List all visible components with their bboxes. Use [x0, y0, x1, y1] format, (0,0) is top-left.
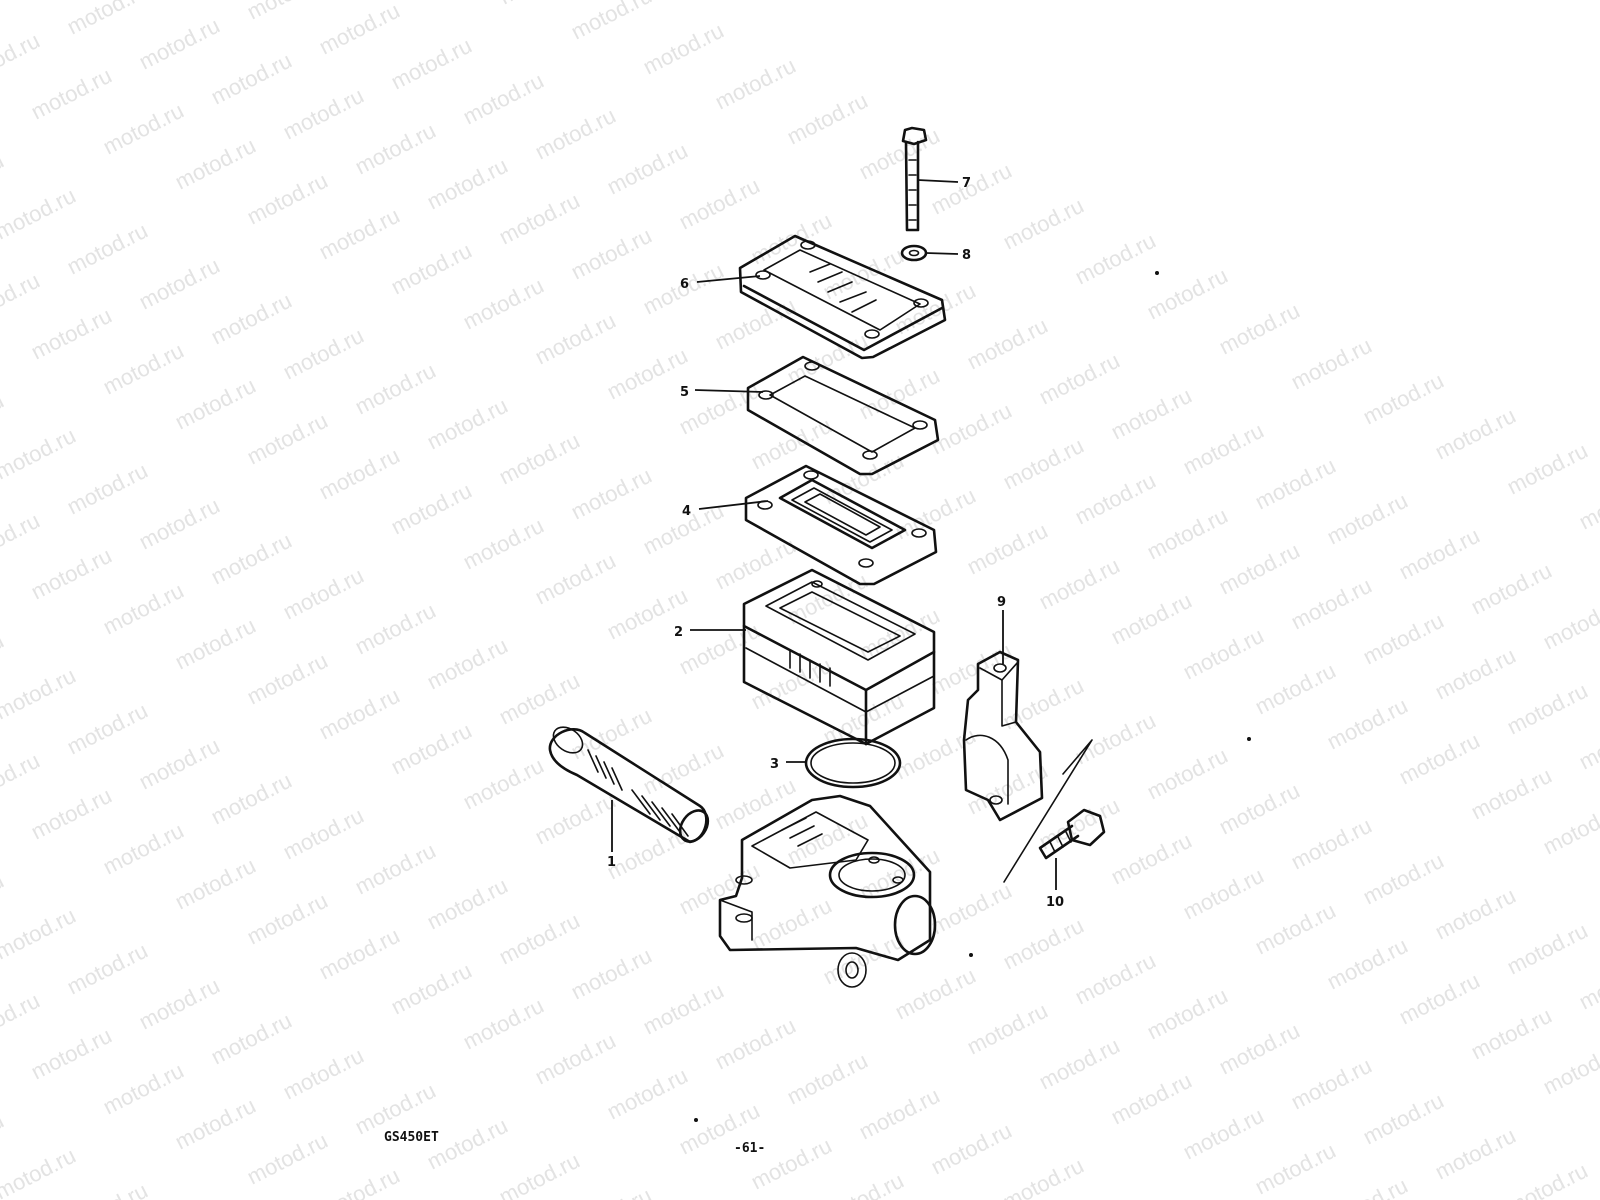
callout-6: 6 — [680, 277, 689, 292]
handlebar-clamp-part-9 — [962, 650, 1044, 822]
washer-part-8 — [900, 244, 928, 262]
leader-line-6 — [696, 275, 761, 283]
callout-9: 9 — [997, 595, 1006, 610]
piston-set-part-1 — [548, 726, 710, 844]
scan-speck — [694, 1118, 698, 1122]
callout-1: 1 — [607, 855, 616, 870]
leader-line-4 — [698, 500, 769, 510]
callout-2: 2 — [674, 625, 683, 640]
callout-3: 3 — [770, 757, 779, 772]
model-code: GS450ET — [384, 1130, 439, 1145]
callout-5: 5 — [680, 385, 689, 400]
bolt-part-10 — [1038, 808, 1106, 860]
callout-8: 8 — [962, 248, 971, 263]
leader-line-5 — [694, 389, 764, 393]
diaphragm-part-4 — [744, 464, 938, 586]
master-cylinder-body — [718, 794, 937, 988]
assembly-indicator-lines — [1003, 739, 1093, 883]
reservoir-body-part-2 — [742, 568, 936, 746]
diaphragm-plate-part-5 — [746, 355, 940, 476]
o-ring-part-3 — [804, 737, 902, 789]
callout-7: 7 — [962, 176, 971, 191]
leader-line-7 — [917, 179, 959, 183]
screw-part-7 — [901, 126, 928, 232]
scan-speck — [1247, 737, 1251, 741]
scan-speck — [969, 953, 973, 957]
leader-line-8 — [925, 252, 959, 255]
scan-speck — [1155, 271, 1159, 275]
page-number: -61- — [734, 1141, 766, 1156]
reservoir-cap-part-6 — [738, 234, 947, 360]
callout-4: 4 — [682, 504, 691, 519]
callout-10: 10 — [1046, 895, 1064, 910]
